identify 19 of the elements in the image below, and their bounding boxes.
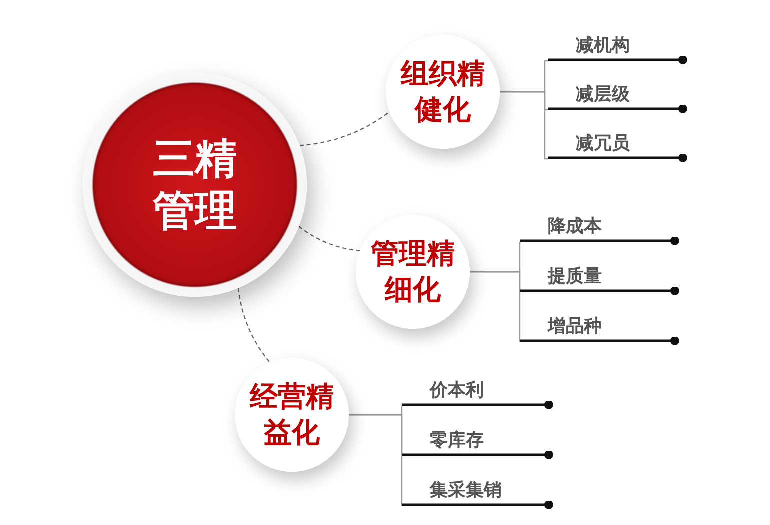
bracket-connector xyxy=(470,271,521,343)
category-circle: 经营精益化 xyxy=(235,358,349,472)
underlined-item: 减机构 xyxy=(548,36,688,66)
underlined-item: 增品种 xyxy=(520,317,680,347)
bracket-connector xyxy=(349,414,403,507)
category-circle: 组织精健化 xyxy=(386,35,500,149)
bracket-connector xyxy=(500,91,548,160)
category-circle: 管理精细化 xyxy=(356,215,470,329)
underlined-item: 集采集销 xyxy=(402,481,554,511)
underlined-item: 减冗员 xyxy=(548,134,688,164)
dashed-connector xyxy=(298,226,360,252)
underlined-item: 提质量 xyxy=(520,267,680,297)
underlined-item: 零库存 xyxy=(402,431,554,461)
dashed-connector xyxy=(238,288,270,363)
center-circle: 三精管理 xyxy=(83,73,307,297)
underlined-item: 减层级 xyxy=(548,85,688,115)
underlined-item: 价本利 xyxy=(402,381,554,411)
dashed-connector xyxy=(300,112,390,146)
underlined-item: 降成本 xyxy=(520,217,680,247)
